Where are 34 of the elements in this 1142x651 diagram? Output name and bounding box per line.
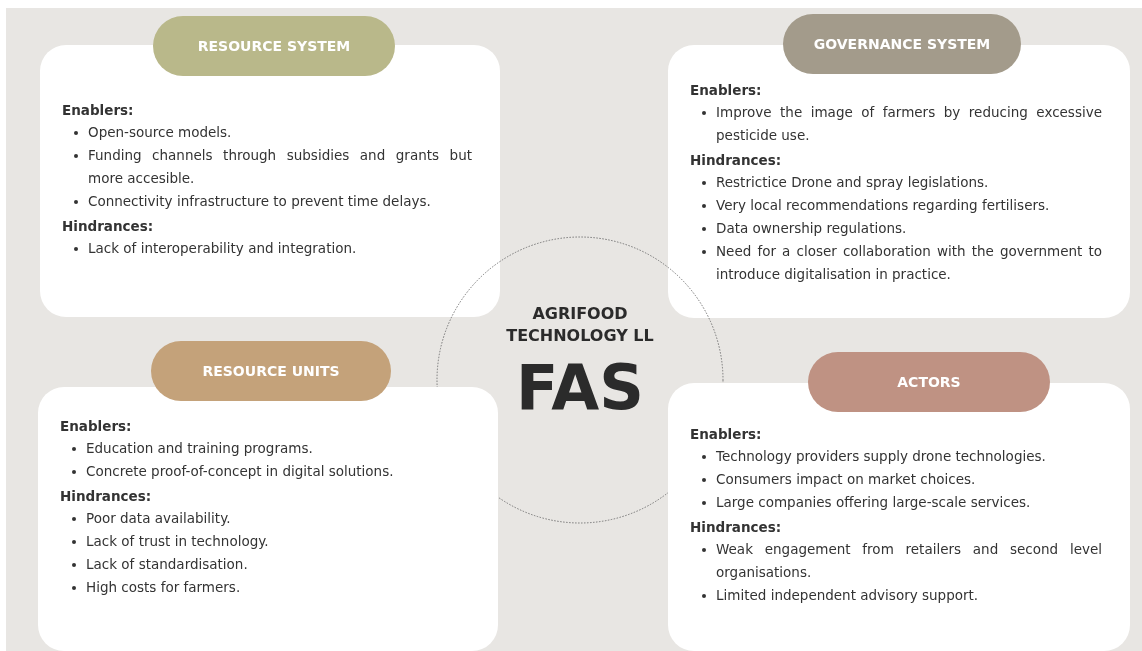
bullet-item: Open-source models. bbox=[62, 121, 472, 144]
section-heading: Hindrances: bbox=[60, 487, 153, 506]
section-heading: Enablers: bbox=[690, 425, 763, 444]
bullet-item: Large companies offering large-scale services. bbox=[690, 491, 1102, 514]
bullet-item: Restrictice Drone and spray legislations. bbox=[690, 171, 1102, 194]
section-heading: Enablers: bbox=[690, 81, 763, 100]
bullet-item: Limited independent advisory support. bbox=[690, 584, 1102, 607]
section-heading: Hindrances: bbox=[690, 151, 783, 170]
center-subtitle: AGRIFOOD TECHNOLOGY LL bbox=[505, 303, 655, 347]
bullet-item: High costs for farmers. bbox=[60, 576, 470, 599]
bullet-item: Weak engagement from retailers and second level organisations. bbox=[690, 538, 1102, 584]
bullet-item: Need for a closer collaboration with the government to introduce digitalisation in practice. bbox=[690, 240, 1102, 286]
section-heading: Enablers: bbox=[62, 101, 135, 120]
bullet-item: Funding channels through subsidies and grants but more accesible. bbox=[62, 144, 472, 190]
bullet-item: Very local recommendations regarding fertilisers. bbox=[690, 194, 1102, 217]
bullet-item: Lack of interoperability and integration. bbox=[62, 237, 472, 260]
bullet-item: Lack of trust in technology. bbox=[60, 530, 470, 553]
heading-pill: ACTORS bbox=[808, 352, 1050, 412]
bullet-item: Concrete proof-of-concept in digital solutions. bbox=[60, 460, 470, 483]
section-heading: Enablers: bbox=[60, 417, 133, 436]
heading-pill: RESOURCE SYSTEM bbox=[153, 16, 395, 76]
section-heading: Hindrances: bbox=[690, 518, 783, 537]
heading-pill: GOVERNANCE SYSTEM bbox=[783, 14, 1021, 74]
bullet-item: Poor data availability. bbox=[60, 507, 470, 530]
bullet-item: Lack of standardisation. bbox=[60, 553, 470, 576]
heading-pill: RESOURCE UNITS bbox=[151, 341, 391, 401]
bullet-item: Data ownership regulations. bbox=[690, 217, 1102, 240]
bullet-item: Improve the image of farmers by reducing excessive pesticide use. bbox=[690, 101, 1102, 147]
center-title: FAS bbox=[515, 353, 645, 423]
bullet-item: Consumers impact on market choices. bbox=[690, 468, 1102, 491]
bullet-item: Education and training programs. bbox=[60, 437, 470, 460]
section-heading: Hindrances: bbox=[62, 217, 155, 236]
bullet-item: Connectivity infrastructure to prevent time delays. bbox=[62, 190, 472, 213]
bullet-item: Technology providers supply drone technologies. bbox=[690, 445, 1102, 468]
